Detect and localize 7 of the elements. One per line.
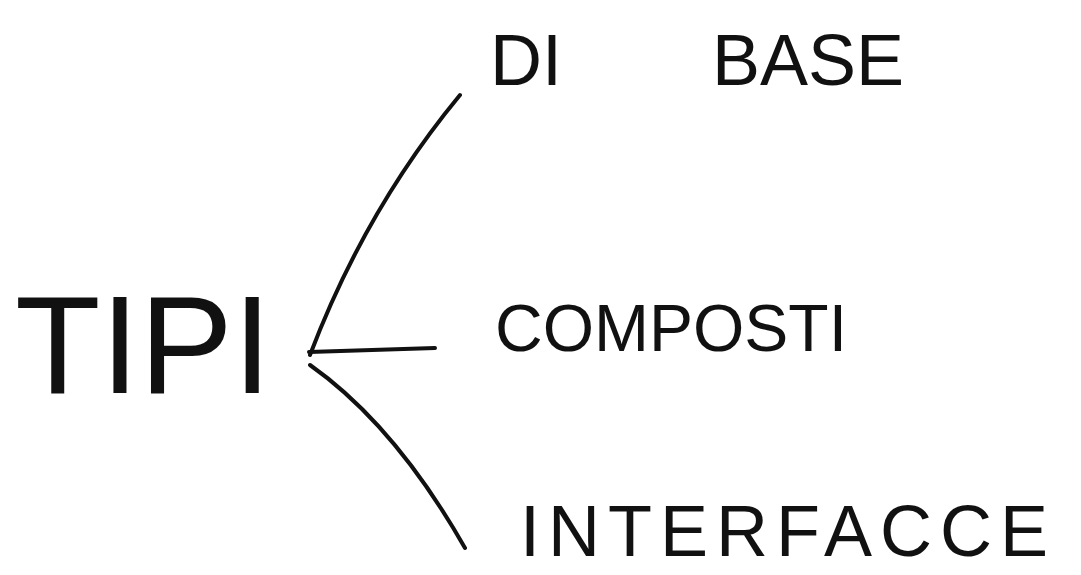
branch-line [308, 93, 462, 357]
branch-label: INTERFACCE [520, 495, 1057, 567]
branch-line [308, 363, 467, 550]
branch-label: COMPOSTI [495, 294, 847, 361]
root-label: TIPI [15, 275, 272, 415]
branch-label: DI BASE [490, 24, 905, 96]
branch-line [307, 346, 437, 354]
